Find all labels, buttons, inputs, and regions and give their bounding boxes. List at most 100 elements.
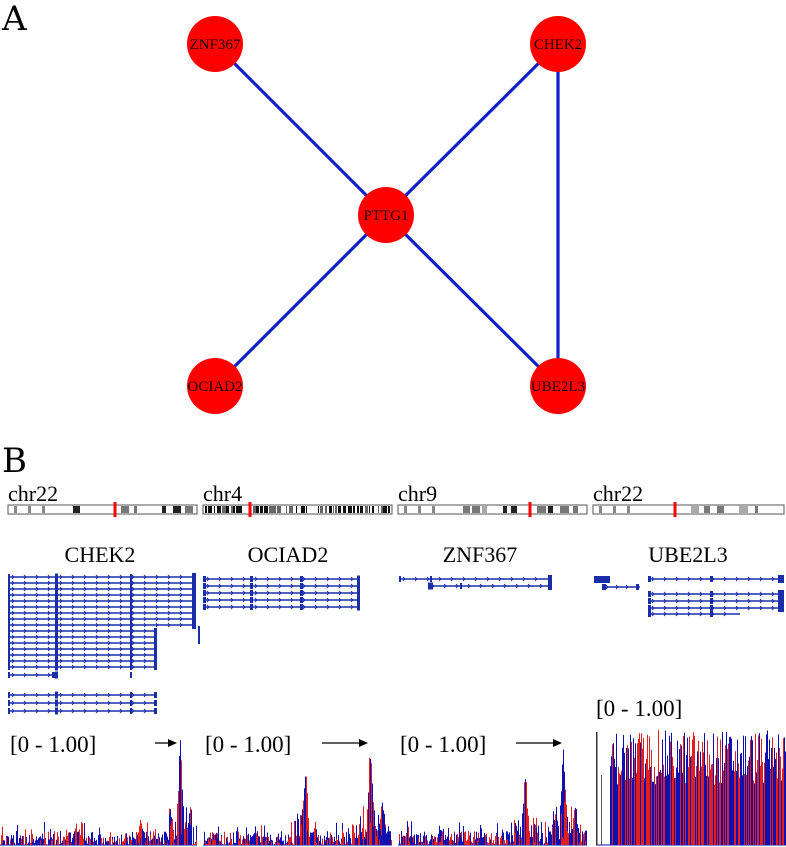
ideogram-band <box>357 506 359 513</box>
arrow-icon <box>322 739 368 747</box>
ideogram-band <box>231 506 233 513</box>
ideogram-band <box>162 506 166 513</box>
ideogram-body <box>397 504 588 515</box>
ideogram-band <box>301 506 305 513</box>
transcript <box>648 604 784 612</box>
network-node: OCIAD2 <box>187 358 243 414</box>
chromosome-label: chr9 <box>398 481 437 506</box>
transcript <box>648 590 784 598</box>
ideogram-band <box>599 506 602 513</box>
ideogram-band <box>739 506 748 513</box>
ideogram-band <box>233 506 235 513</box>
network-edge <box>213 213 388 388</box>
chromosome-label: chr22 <box>593 481 643 506</box>
ideogram-band <box>548 506 553 513</box>
ideogram-band <box>185 506 193 513</box>
network-node: CHEK2 <box>530 16 586 72</box>
node-circle <box>187 358 243 414</box>
ideogram-band <box>296 506 297 513</box>
ideogram-band <box>269 506 273 513</box>
coverage-range-label: [0 - 1.00] <box>400 732 486 757</box>
coverage-range-label: [0 - 1.00] <box>205 732 291 757</box>
chromosome-ideogram <box>397 502 588 517</box>
ideogram-band <box>503 506 507 513</box>
ideogram-band <box>286 506 287 513</box>
ideogram-band <box>432 506 435 513</box>
ideogram-band <box>253 506 256 513</box>
coverage-track <box>0 740 197 846</box>
transcript <box>8 597 196 605</box>
transcript <box>8 663 157 671</box>
ideogram-band <box>573 506 578 513</box>
ideogram-band <box>42 506 45 513</box>
arrow-icon <box>155 739 177 747</box>
locus-marker <box>528 502 532 517</box>
node-label: PTTG1 <box>364 208 409 224</box>
transcript <box>8 645 157 653</box>
ideogram-band <box>381 506 383 513</box>
transcript-models <box>203 575 360 611</box>
ideogram-band <box>173 506 181 513</box>
ideogram-band <box>755 506 758 513</box>
transcript-models <box>594 575 784 617</box>
transcript <box>8 609 196 617</box>
coverage-range-label: [0 - 1.00] <box>596 696 682 721</box>
transcript <box>399 575 552 583</box>
chromosome-ideogram <box>7 502 198 517</box>
transcript <box>8 639 157 647</box>
centromere-mark <box>59 505 71 514</box>
chromosome-ideogram <box>202 502 393 517</box>
ideogram-band <box>340 506 341 513</box>
arrow-icon <box>516 739 562 747</box>
track-column-4: chr22 UBE2L3 [0 - 1.00] <box>592 481 786 846</box>
ideogram-band <box>627 506 630 513</box>
node-label: OCIAD2 <box>188 379 243 395</box>
transcript <box>648 575 784 583</box>
chromosome-ideogram <box>592 502 785 517</box>
ideogram-band <box>217 506 221 513</box>
ideogram-band <box>264 506 268 513</box>
ideogram-band <box>325 506 327 513</box>
transcript <box>8 707 157 715</box>
transcript <box>8 615 196 623</box>
gene-label: CHEK2 <box>65 542 136 567</box>
transcript <box>648 597 784 605</box>
ideogram-band <box>372 506 374 513</box>
transcript <box>8 699 157 707</box>
node-circle <box>187 16 243 72</box>
ideogram-band <box>472 506 480 513</box>
gene-label: ZNF367 <box>443 542 518 567</box>
ideogram-band <box>289 506 293 513</box>
ideogram-band <box>348 506 352 513</box>
ideogram-band <box>704 506 710 513</box>
ideogram-band <box>256 506 259 513</box>
transcript <box>428 582 552 590</box>
track-column-3: chr9 ZNF367 [0 - 1.00] <box>397 481 588 846</box>
transcript <box>203 575 360 583</box>
ideogram-band <box>511 506 517 513</box>
ideogram-body <box>7 504 198 515</box>
ideogram-band <box>73 506 80 513</box>
coverage-track <box>398 749 587 846</box>
ideogram-band <box>362 506 363 513</box>
panel-b-letter: B <box>2 441 27 481</box>
ideogram-band <box>353 506 355 513</box>
transcript-models <box>399 575 552 590</box>
ideogram-band <box>338 506 340 513</box>
ideogram-band <box>560 506 569 513</box>
ideogram-band <box>240 506 242 513</box>
network-edge <box>213 42 388 217</box>
coverage-track <box>596 730 786 846</box>
transcript-models <box>8 573 200 715</box>
ideogram-body <box>592 504 785 515</box>
centromere-mark <box>644 505 656 514</box>
transcript <box>203 589 360 597</box>
panel-a-letter: A <box>1 0 27 39</box>
node-circle <box>358 187 414 243</box>
network-node: UBE2L3 <box>530 358 586 414</box>
locus-marker <box>248 502 252 517</box>
ideogram-band <box>121 506 129 513</box>
node-label: ZNF367 <box>190 37 241 53</box>
ideogram-band <box>208 506 212 513</box>
